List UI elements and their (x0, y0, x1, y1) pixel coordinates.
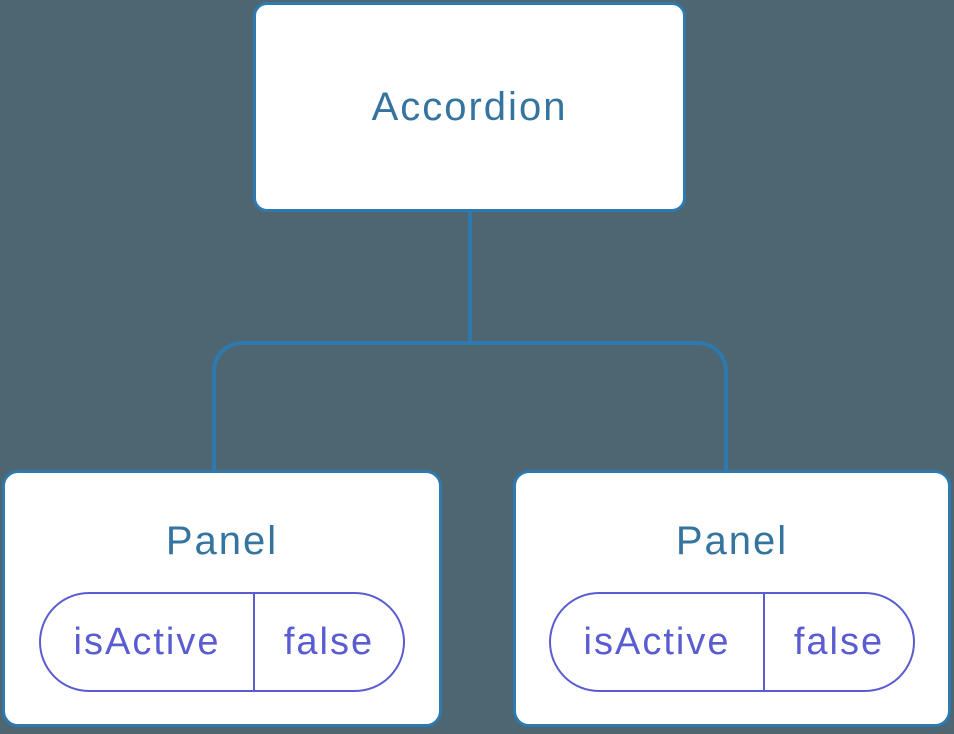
panel-2-state-key: isActive (583, 620, 731, 663)
panel-1-state-key: isActive (73, 620, 221, 663)
panel-2-state-value: false (793, 620, 885, 663)
tree-node-panel-1: Panel isActive false (2, 470, 442, 727)
connector-stem (468, 210, 472, 343)
pill-divider (253, 594, 255, 690)
panel-1-state-pill: isActive false (39, 592, 405, 692)
tree-node-panel-2: Panel isActive false (513, 470, 951, 727)
tree-node-accordion: Accordion (253, 2, 686, 212)
pill-divider (763, 594, 765, 690)
panel-1-label: Panel (165, 519, 279, 563)
panel-2-state-pill: isActive false (549, 592, 915, 692)
panel-2-label: Panel (675, 519, 789, 563)
accordion-node-label: Accordion (371, 84, 568, 129)
connector-branch (212, 341, 728, 470)
panel-1-state-value: false (283, 620, 375, 663)
